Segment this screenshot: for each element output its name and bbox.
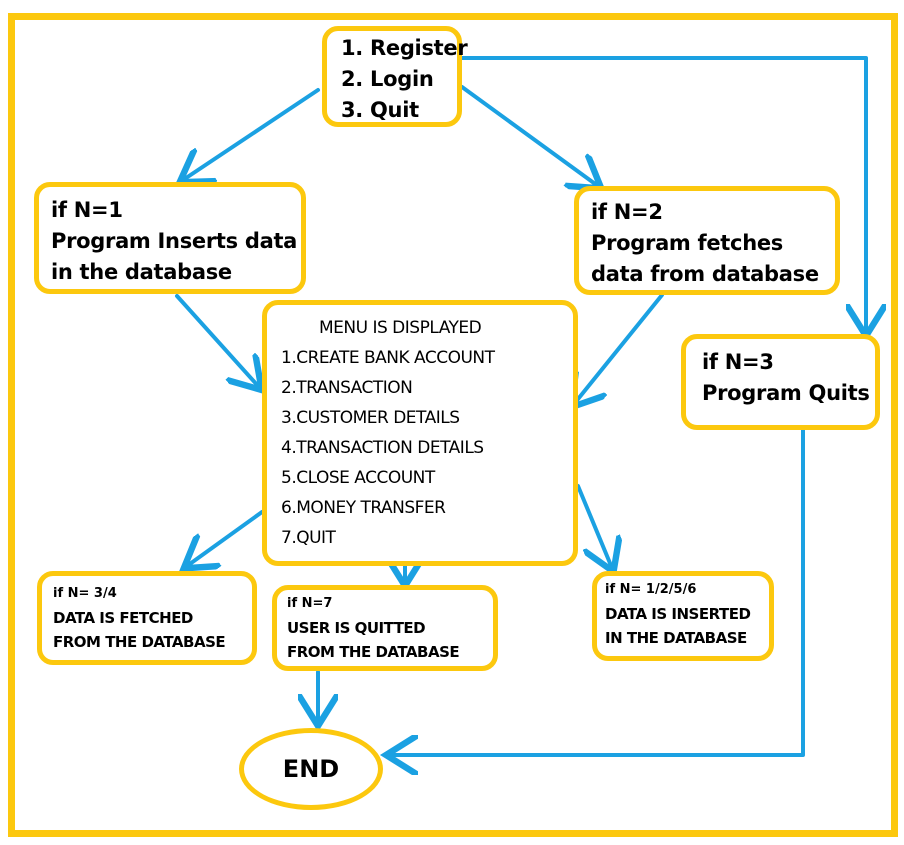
n2-text-line2: data from database — [591, 262, 819, 286]
menu-item-customer-details: 3.CUSTOMER DETAILS — [281, 408, 460, 428]
n2-text-line1: Program fetches — [591, 231, 783, 255]
main-menu-box: MENU IS DISPLAYED 1.CREATE BANK ACCOUNT … — [262, 300, 578, 566]
insert-data-box: if N= 1/2/5/6 DATA IS INSERTED IN THE DA… — [592, 571, 774, 661]
start-option-login: 2. Login — [341, 67, 434, 91]
n1-text-line2: in the database — [51, 260, 232, 284]
insert-text-line2: IN THE DATABASE — [605, 629, 747, 647]
start-menu-box: 1. Register 2. Login 3. Quit — [322, 26, 468, 127]
arrow-start-to-n1 — [183, 88, 320, 180]
menu-title: MENU IS DISPLAYED — [319, 318, 482, 338]
end-terminal: END — [239, 728, 383, 810]
n2-condition: if N=2 — [591, 200, 663, 224]
fetch-data-box: if N= 3/4 DATA IS FETCHED FROM THE DATAB… — [37, 571, 257, 665]
quit-text-line1: USER IS QUITTED — [287, 619, 426, 637]
fetch-text-line1: DATA IS FETCHED — [53, 609, 193, 627]
quit-text-line2: FROM THE DATABASE — [287, 643, 460, 661]
arrow-n1-to-menu — [175, 294, 259, 387]
arrow-menu-to-insert — [576, 484, 612, 568]
n3-quit-box: if N=3 Program Quits — [681, 334, 880, 430]
arrow-n2-to-menu — [574, 293, 664, 404]
n3-condition: if N=3 — [702, 350, 774, 374]
n1-register-box: if N=1 Program Inserts data in the datab… — [34, 182, 306, 294]
menu-item-quit: 7.QUIT — [281, 528, 336, 548]
diagram-frame — [8, 13, 898, 837]
end-label: END — [282, 755, 340, 783]
start-option-quit: 3. Quit — [341, 98, 419, 122]
menu-item-create-account: 1.CREATE BANK ACCOUNT — [281, 348, 495, 368]
quit-condition: if N=7 — [287, 596, 333, 611]
menu-item-close-account: 5.CLOSE ACCOUNT — [281, 468, 435, 488]
insert-text-line1: DATA IS INSERTED — [605, 605, 751, 623]
menu-item-money-transfer: 6.MONEY TRANSFER — [281, 498, 446, 518]
fetch-condition: if N= 3/4 — [53, 586, 117, 601]
arrow-start-to-n3 — [460, 56, 866, 332]
n2-login-box: if N=2 Program fetches data from databas… — [574, 186, 840, 295]
fetch-text-line2: FROM THE DATABASE — [53, 633, 226, 651]
n1-condition: if N=1 — [51, 198, 123, 222]
arrow-menu-to-fetch — [187, 510, 264, 566]
arrow-n3-to-end — [390, 428, 805, 755]
arrow-start-to-n2 — [460, 85, 598, 186]
menu-item-transaction: 2.TRANSACTION — [281, 378, 413, 398]
n3-text: Program Quits — [702, 381, 870, 405]
insert-condition: if N= 1/2/5/6 — [605, 582, 697, 597]
menu-item-transaction-details: 4.TRANSACTION DETAILS — [281, 438, 484, 458]
quit-user-box: if N=7 USER IS QUITTED FROM THE DATABASE — [272, 585, 498, 671]
start-option-register: 1. Register — [341, 36, 468, 60]
n1-text-line1: Program Inserts data — [51, 229, 298, 253]
